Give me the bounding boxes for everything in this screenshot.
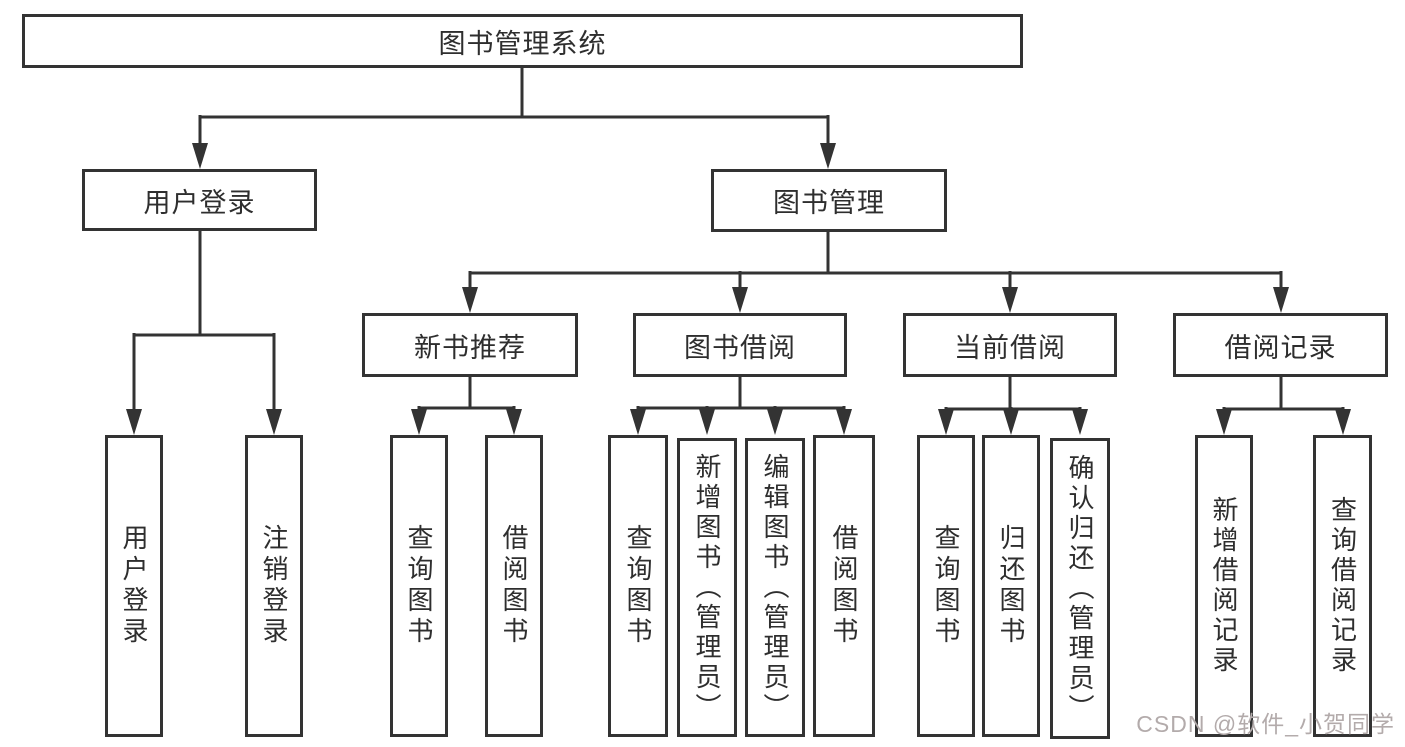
node-library-system: 图书管理系统 — [22, 14, 1023, 68]
leaf-query-books-recommend: 查询图书 — [390, 435, 448, 737]
leaf-borrow-books-recommend-label: 借阅图书 — [499, 524, 529, 648]
leaf-query-books-borrowing-label: 查询图书 — [623, 524, 653, 648]
leaf-query-borrow-record-label: 查询借阅记录 — [1327, 496, 1358, 676]
leaf-confirm-return-admin-label: 确认归还（管理员） — [1065, 453, 1095, 724]
leaf-borrow-books-borrowing-label: 借阅图书 — [829, 524, 859, 648]
leaf-user-login-label: 用户登录 — [119, 524, 149, 648]
node-book-borrowing-label: 图书借阅 — [684, 332, 796, 363]
node-user-login: 用户登录 — [82, 169, 317, 231]
leaf-query-books-current-label: 查询图书 — [931, 524, 961, 648]
leaf-query-books-borrowing: 查询图书 — [608, 435, 668, 737]
node-book-borrowing: 图书借阅 — [633, 313, 847, 377]
csdn-watermark: CSDN @软件_小贺同学 — [1136, 711, 1395, 737]
node-book-management-label: 图书管理 — [773, 188, 885, 218]
leaf-logout-login: 注销登录 — [245, 435, 303, 737]
node-current-borrowing: 当前借阅 — [903, 313, 1117, 377]
node-borrowing-records: 借阅记录 — [1173, 313, 1388, 377]
node-new-book-recommend-label: 新书推荐 — [414, 332, 526, 363]
node-user-login-label: 用户登录 — [143, 187, 256, 218]
node-library-system-label: 图书管理系统 — [438, 28, 607, 59]
arrowhead-icons — [126, 143, 1351, 435]
leaf-add-borrow-record: 新增借阅记录 — [1195, 435, 1253, 737]
leaf-logout-login-label: 注销登录 — [259, 524, 289, 648]
leaf-edit-book-admin: 编辑图书（管理员） — [745, 438, 805, 737]
leaf-borrow-books-borrowing: 借阅图书 — [813, 435, 875, 737]
leaf-add-borrow-record-label: 新增借阅记录 — [1209, 496, 1239, 676]
leaf-add-book-admin: 新增图书（管理员） — [677, 438, 737, 737]
node-new-book-recommend: 新书推荐 — [362, 313, 578, 377]
leaf-query-books-recommend-label: 查询图书 — [404, 524, 434, 648]
leaf-edit-book-admin-label: 编辑图书（管理员） — [760, 452, 790, 723]
leaf-confirm-return-admin: 确认归还（管理员） — [1050, 438, 1110, 739]
leaf-return-books: 归还图书 — [982, 435, 1040, 737]
leaf-query-books-current: 查询图书 — [917, 435, 975, 737]
leaf-borrow-books-recommend: 借阅图书 — [485, 435, 543, 737]
leaf-user-login: 用户登录 — [105, 435, 163, 737]
node-borrowing-records-label: 借阅记录 — [1224, 332, 1337, 363]
node-current-borrowing-label: 当前借阅 — [954, 332, 1066, 363]
leaf-return-books-label: 归还图书 — [996, 524, 1026, 648]
leaf-query-borrow-record: 查询借阅记录 — [1313, 435, 1372, 737]
node-book-management: 图书管理 — [711, 169, 947, 232]
leaf-add-book-admin-label: 新增图书（管理员） — [692, 452, 722, 723]
